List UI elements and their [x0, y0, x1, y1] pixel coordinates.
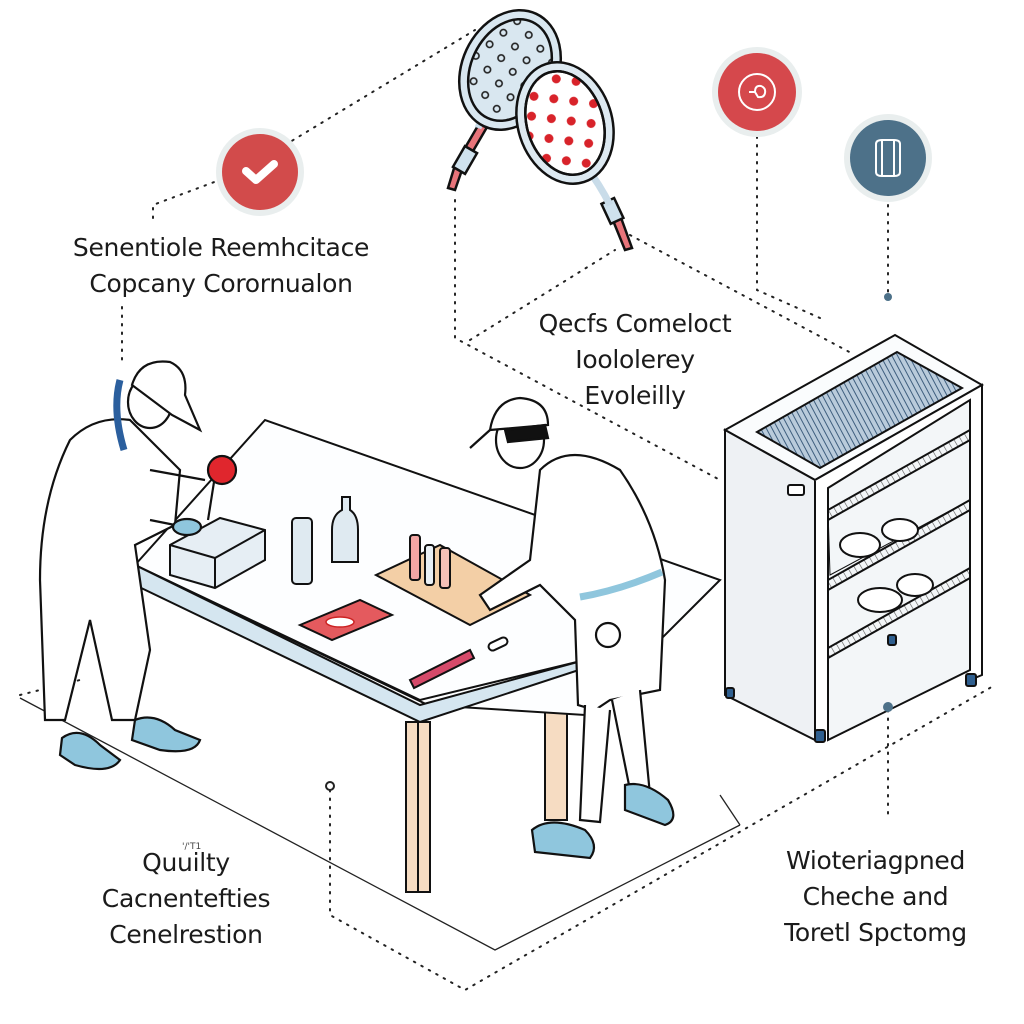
label-center: Qecfs Comeloct Ioololerey Evoleilly — [520, 306, 750, 414]
technician-man — [469, 396, 675, 860]
checkmark-icon — [242, 160, 278, 184]
probe-badge — [718, 53, 796, 131]
connector-endpoints — [325, 293, 893, 791]
racket-red-dotted — [515, 61, 634, 252]
cylinder-icon — [875, 139, 901, 177]
label-bottom-right-line2: Cheche and — [802, 882, 949, 911]
label-bottom-left-line2: Cacnentefties — [101, 884, 271, 913]
label-center-line1: Qecfs Comeloct — [538, 309, 732, 338]
storage-shelf — [722, 333, 985, 743]
label-bottom-right: Wioteriagpned Cheche and Toretl Spctomg — [768, 843, 983, 951]
floor-outline — [19, 697, 741, 951]
label-bottom-left-line1: Quuilty — [142, 848, 230, 877]
label-top-left-line1: Senentiole Reemhcitace — [72, 233, 370, 262]
label-top-left-line2: Copcany Corornualon — [89, 269, 353, 298]
label-bottom-right-line1: Wioteriagpned — [785, 846, 966, 875]
label-top-left: Senentiole Reemhcitace Copcany Corornual… — [66, 230, 376, 302]
label-bottom-left-superscript: '/'T1 — [182, 842, 202, 852]
probe-icon — [738, 73, 776, 111]
label-bottom-left-line3: Cenelrestion — [109, 920, 263, 949]
technician-woman — [38, 360, 238, 771]
label-bottom-left: Quuilty Cacnentefties Cenelrestion — [96, 845, 276, 953]
cylinder-badge — [850, 120, 926, 196]
checkmark-badge — [222, 134, 298, 210]
label-center-line3: Evoleilly — [584, 381, 686, 410]
label-center-line2: Ioololerey — [575, 345, 695, 374]
label-bottom-right-line3: Toretl Spctomg — [784, 918, 967, 947]
